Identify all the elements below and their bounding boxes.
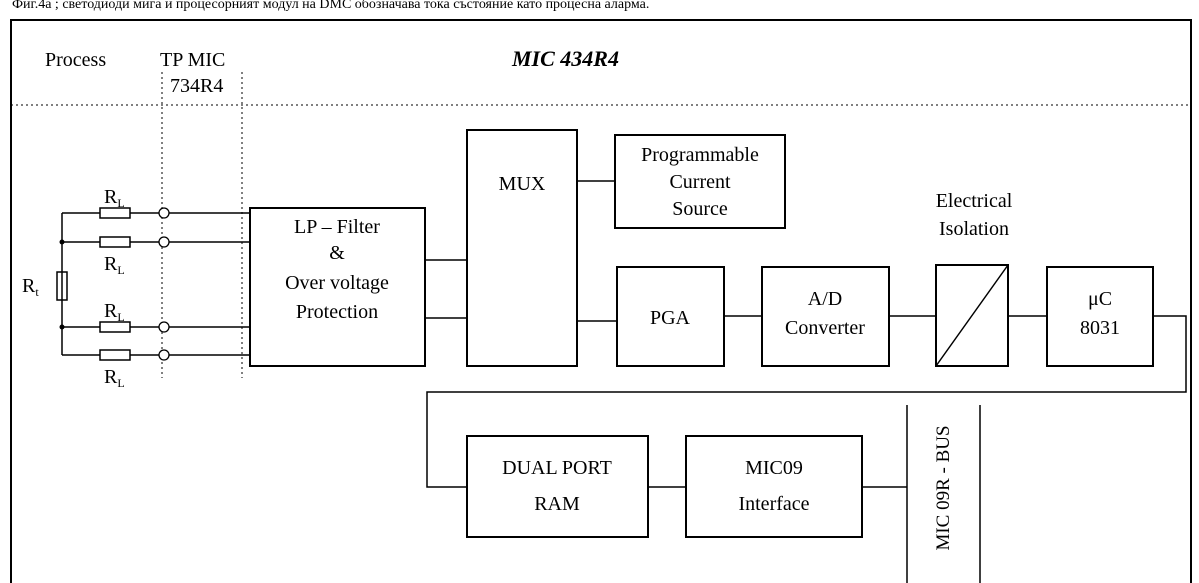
filter-text-4: Protection xyxy=(296,301,378,323)
bus-label: MIC 09R - BUS xyxy=(933,425,954,550)
filter-text-2: & xyxy=(329,242,345,264)
isolation-diagonal xyxy=(935,264,1009,367)
module-title: MIC 434R4 xyxy=(511,46,619,71)
current-source-text-2: Current xyxy=(669,171,731,193)
rl-label-2: RL xyxy=(104,253,125,277)
rt-label: Rt xyxy=(22,275,39,299)
uc-text-2: 8031 xyxy=(1080,317,1120,339)
terminal-1 xyxy=(158,207,170,219)
diagram-frame xyxy=(10,19,1192,583)
filter-block xyxy=(249,207,426,367)
isolation-label-2: Isolation xyxy=(939,218,1009,240)
connections xyxy=(425,180,1187,583)
rl-label-3: RL xyxy=(104,300,125,324)
rl-label-4: RL xyxy=(104,366,125,390)
tp-mic-label: TP MIC xyxy=(160,49,225,71)
pga-label: PGA xyxy=(650,307,691,329)
rl-resistor-4 xyxy=(99,349,131,361)
isolation-label-1: Electrical xyxy=(936,190,1013,212)
dual-port-ram-block xyxy=(466,435,649,538)
rl-resistor-3 xyxy=(99,321,131,333)
tp-mic-number: 734R4 xyxy=(170,75,223,97)
filter-text-3: Over voltage xyxy=(285,272,389,294)
adc-text-2: Converter xyxy=(785,317,865,339)
mux-label: MUX xyxy=(499,173,546,195)
terminal-4 xyxy=(158,349,170,361)
rl-resistor-2 xyxy=(99,236,131,248)
filter-text-1: LP – Filter xyxy=(294,216,380,238)
dual-port-ram-text-1: DUAL PORT xyxy=(502,457,612,479)
terminal-2 xyxy=(158,236,170,248)
mic09-interface-block xyxy=(685,435,863,538)
mux-block xyxy=(466,129,578,367)
terminal-3 xyxy=(158,321,170,333)
process-label: Process xyxy=(45,49,106,71)
adc-text-1: A/D xyxy=(808,288,842,310)
sensor-network xyxy=(56,207,250,361)
rt-resistor xyxy=(56,271,68,301)
rl-label-1: RL xyxy=(104,186,125,210)
caption-text: Фиг.4а ; светодиоди мига и процесорният … xyxy=(12,0,650,12)
uc-text-1: μC xyxy=(1088,288,1112,310)
current-source-text-1: Programmable xyxy=(641,144,759,166)
dual-port-ram-text-2: RAM xyxy=(534,493,580,515)
rl-resistor-1 xyxy=(99,207,131,219)
mic09-interface-text-1: MIC09 xyxy=(745,457,803,479)
current-source-text-3: Source xyxy=(672,198,728,220)
mic09-interface-text-2: Interface xyxy=(738,493,809,515)
